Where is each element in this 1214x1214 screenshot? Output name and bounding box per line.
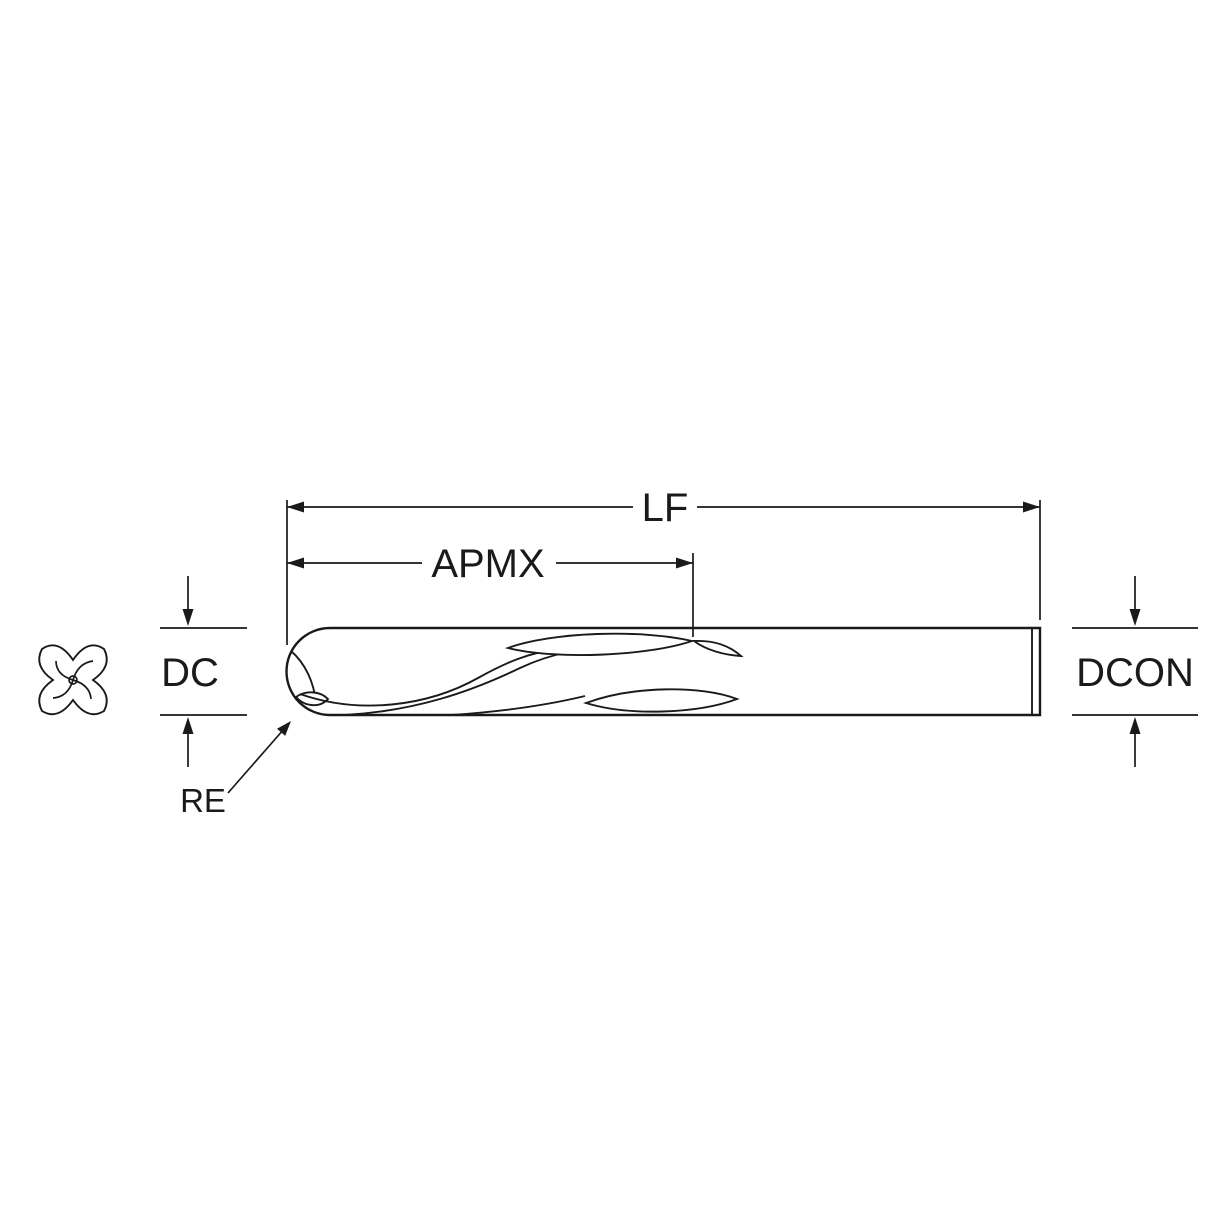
dcon-label: DCON — [1076, 651, 1194, 695]
dc-arrowhead-top — [182, 609, 194, 626]
end-view-flute-curl — [55, 660, 74, 681]
end-view-flute-curl — [72, 660, 94, 681]
end-mill-side-view — [285, 626, 1042, 717]
dcon-arrowhead-top — [1129, 609, 1141, 626]
flute-runout-top — [504, 632, 696, 656]
end-view-outline — [38, 644, 108, 716]
flute-helix-line — [299, 649, 557, 707]
lf-arrowhead-right — [1023, 501, 1040, 513]
lf-arrowhead-left — [287, 501, 304, 513]
flute-helix-line — [451, 695, 586, 716]
re-leader-line — [227, 728, 285, 794]
dcon-dimension: DCON — [1072, 576, 1198, 767]
dc-arrowhead-bottom — [182, 717, 194, 734]
re-arrowhead — [277, 721, 291, 736]
tool-outline — [285, 626, 1042, 717]
apmx-dimension: APMX — [287, 542, 694, 637]
dcon-arrowhead-bottom — [1129, 717, 1141, 734]
end-view-icon — [38, 644, 108, 716]
re-label: RE — [180, 782, 226, 819]
apmx-arrowhead-left — [287, 557, 304, 569]
end-view-flute-curl — [72, 679, 92, 700]
apmx-arrowhead-right — [676, 557, 693, 569]
dc-label: DC — [161, 651, 219, 695]
re-callout: RE — [180, 721, 291, 819]
dc-dimension: DC — [160, 576, 247, 767]
lf-dimension: LF — [286, 486, 1041, 645]
flute-runout-top-tail — [691, 639, 744, 658]
apmx-label: APMX — [431, 542, 544, 586]
end-view-flute-curl — [52, 679, 74, 699]
flute-runout-bottom — [583, 688, 740, 713]
lf-label: LF — [642, 486, 689, 530]
end-view-center — [68, 675, 78, 685]
